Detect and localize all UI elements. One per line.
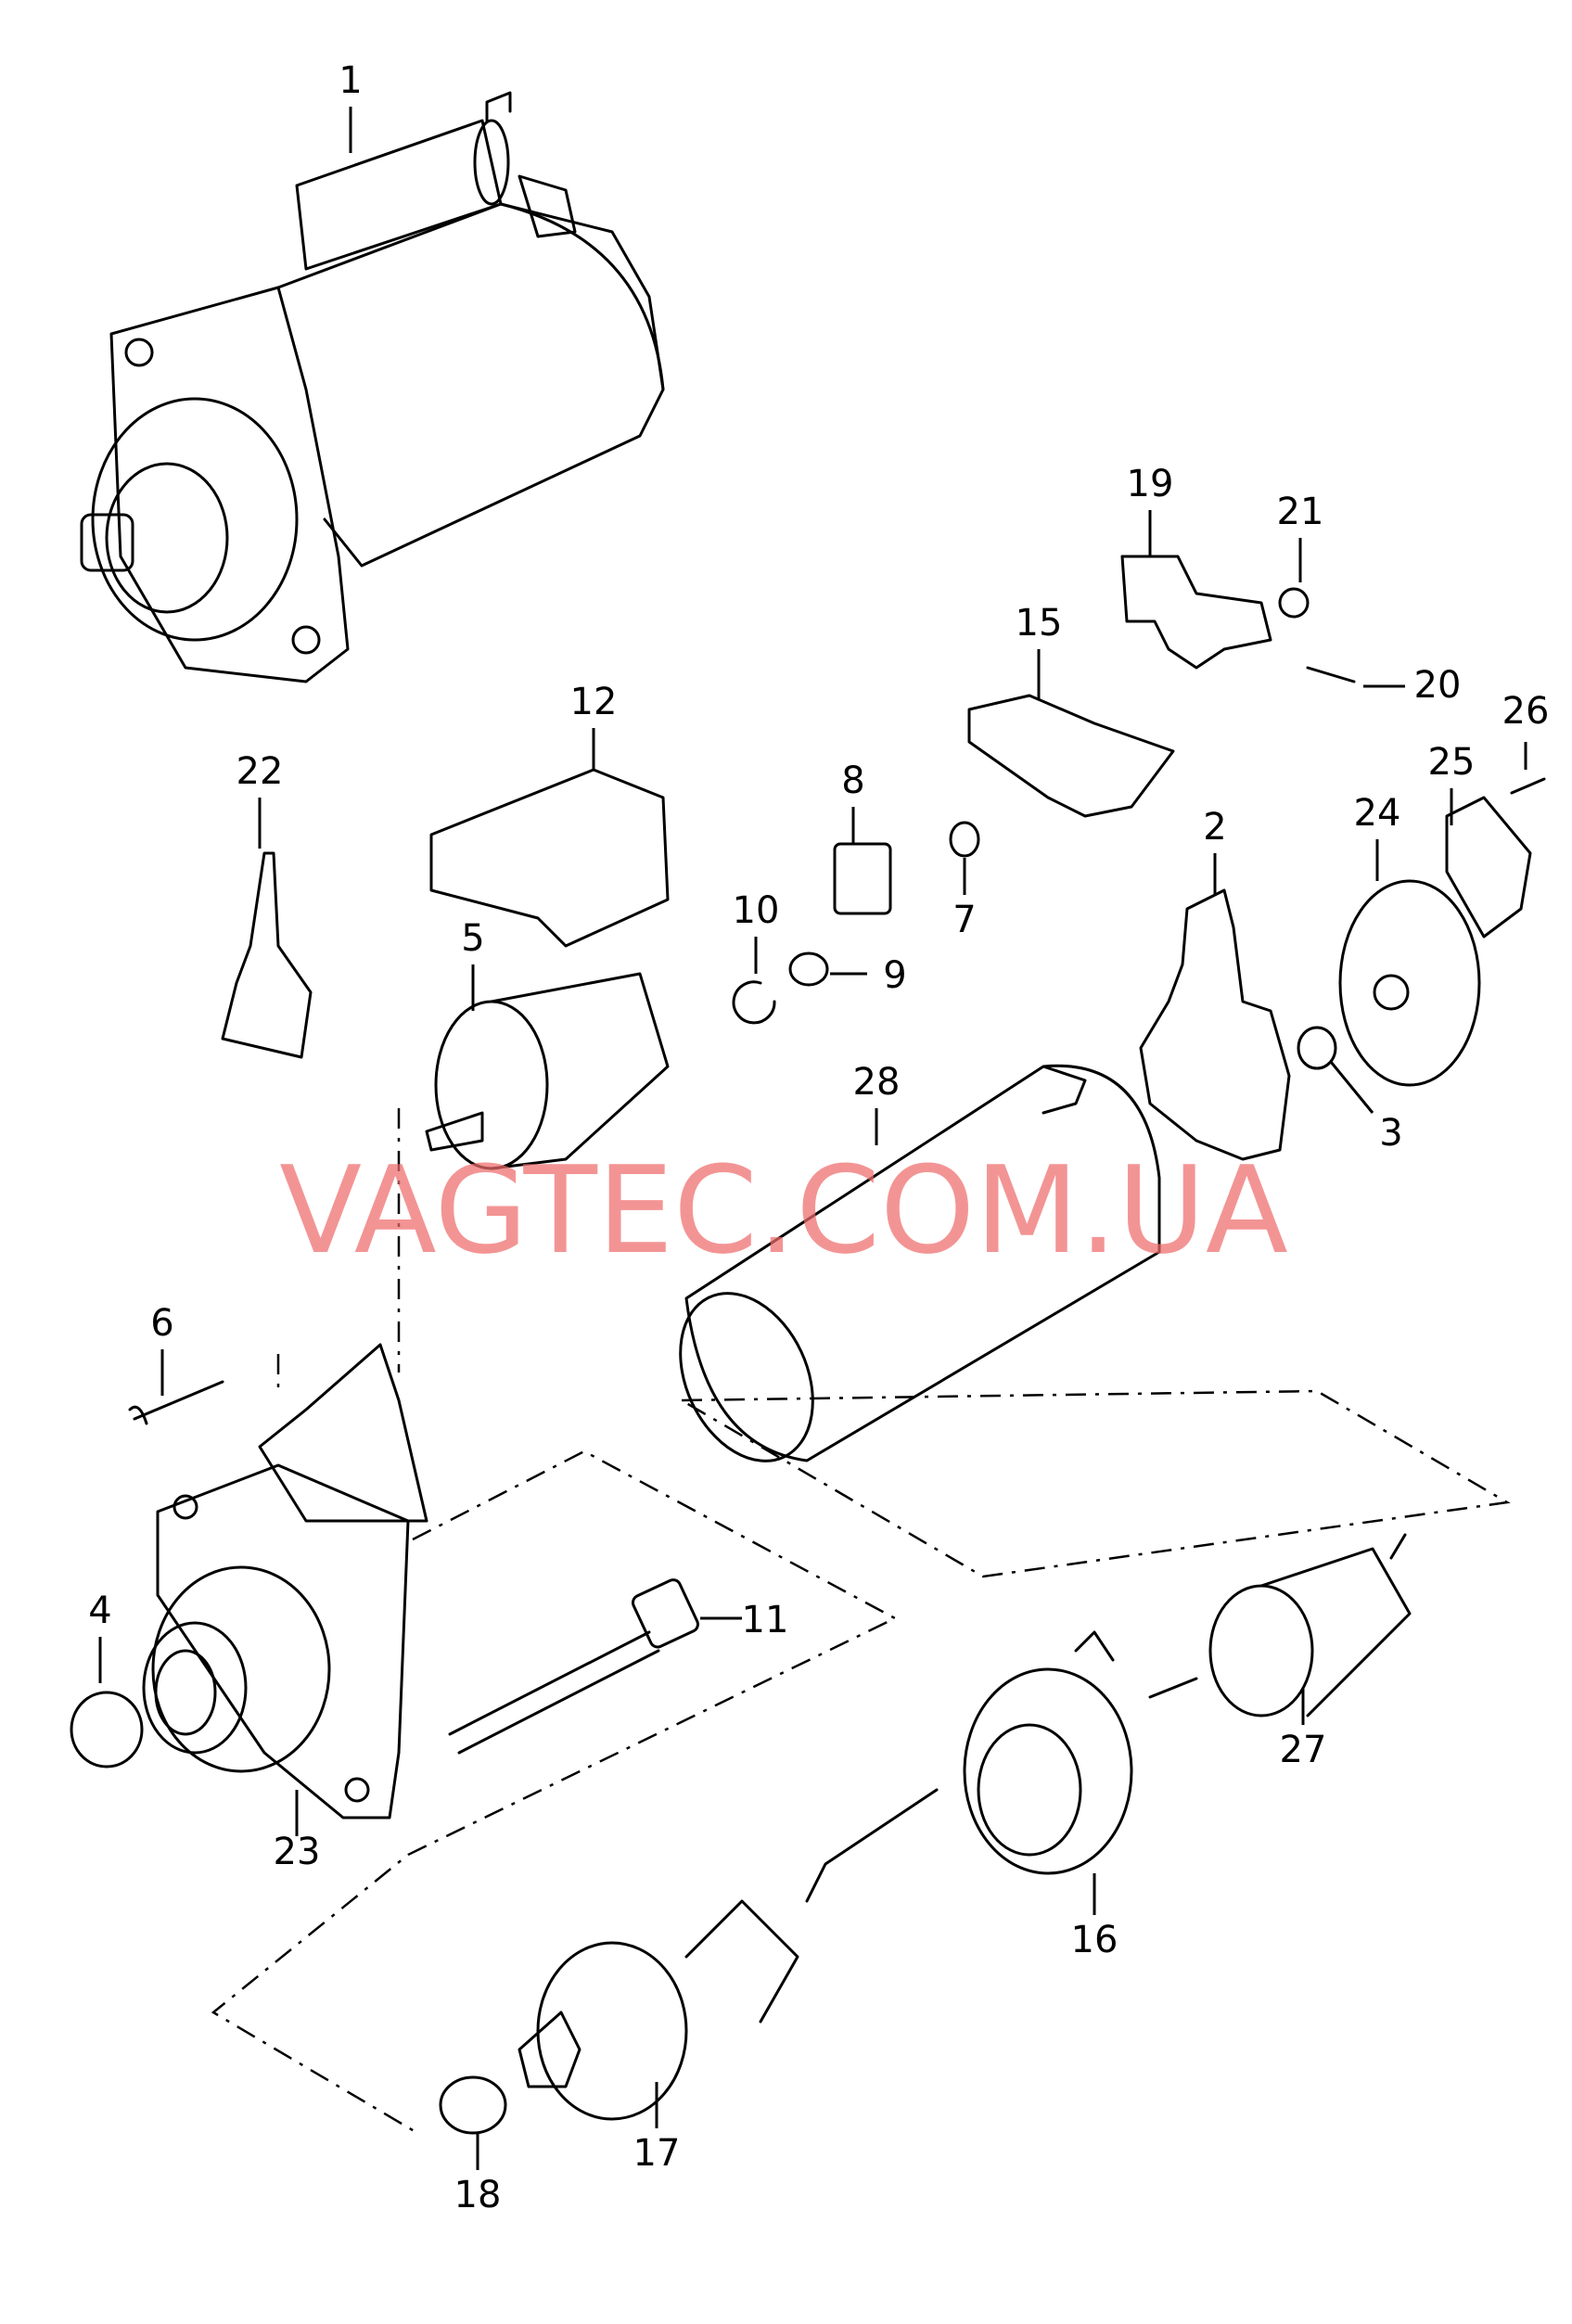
leader-lines bbox=[98, 107, 1527, 2170]
bushing[interactable] bbox=[70, 1691, 144, 1769]
callout-21: 21 bbox=[1277, 491, 1324, 533]
through-bolt[interactable] bbox=[448, 1577, 700, 1755]
screw[interactable] bbox=[128, 1380, 224, 1425]
callout-4: 4 bbox=[88, 1590, 111, 1632]
drive-end-bracket[interactable] bbox=[142, 1343, 428, 1820]
armature[interactable] bbox=[1148, 1533, 1412, 1717]
starter-assembly[interactable] bbox=[80, 91, 665, 683]
callout-23: 23 bbox=[274, 1831, 321, 1873]
stator-housing[interactable] bbox=[655, 1064, 1161, 1482]
callout-9: 9 bbox=[883, 954, 906, 997]
pinion-sleeve[interactable] bbox=[439, 2075, 507, 2135]
callout-24: 24 bbox=[1354, 792, 1401, 835]
callout-5: 5 bbox=[461, 917, 484, 960]
callout-2: 2 bbox=[1203, 806, 1226, 849]
callout-27: 27 bbox=[1280, 1729, 1327, 1771]
hex-bolt[interactable] bbox=[1306, 666, 1356, 683]
watermark: VAGTEC.COM.UA bbox=[279, 1140, 1288, 1281]
callout-7: 7 bbox=[952, 899, 976, 941]
callout-10: 10 bbox=[733, 889, 780, 932]
callout-20: 20 bbox=[1414, 664, 1462, 707]
sleeve-cap[interactable] bbox=[949, 821, 980, 858]
engagement-lever[interactable] bbox=[221, 851, 313, 1059]
retaining-ring[interactable] bbox=[732, 980, 776, 1025]
hex-nut[interactable] bbox=[788, 951, 829, 987]
callout-22: 22 bbox=[236, 750, 284, 793]
assembly-frames bbox=[211, 1108, 1511, 2135]
callout-11: 11 bbox=[742, 1599, 789, 1641]
intermediate-bearing[interactable] bbox=[805, 1630, 1133, 1903]
callout-17: 17 bbox=[633, 2132, 681, 2175]
callout-26: 26 bbox=[1502, 690, 1550, 733]
callout-1: 1 bbox=[339, 59, 362, 102]
callout-18: 18 bbox=[454, 2174, 502, 2216]
callout-8: 8 bbox=[841, 760, 864, 802]
callout-labels: 1 2 3 4 5 6 7 8 9 10 11 12 15 16 17 18 1… bbox=[88, 59, 1549, 2216]
callout-12: 12 bbox=[570, 681, 618, 723]
solenoid-cover[interactable] bbox=[429, 768, 670, 948]
hex-nut-upper[interactable] bbox=[1278, 587, 1310, 619]
callout-6: 6 bbox=[150, 1302, 173, 1345]
brush-holder[interactable] bbox=[1139, 888, 1291, 1161]
commutator-end-cap[interactable] bbox=[1338, 879, 1481, 1087]
callout-28: 28 bbox=[853, 1061, 901, 1104]
small-bushing[interactable] bbox=[1297, 1026, 1337, 1070]
callout-19: 19 bbox=[1127, 463, 1174, 505]
terminal-connector[interactable] bbox=[833, 842, 892, 915]
solenoid-switch[interactable] bbox=[425, 972, 670, 1170]
callout-16: 16 bbox=[1071, 1919, 1118, 1961]
small-screw[interactable] bbox=[1510, 777, 1546, 795]
cap-plate[interactable] bbox=[1445, 796, 1532, 939]
drive-pinion[interactable] bbox=[518, 1899, 799, 2121]
callout-25: 25 bbox=[1428, 741, 1476, 784]
cover-plate[interactable] bbox=[967, 694, 1175, 818]
callout-15: 15 bbox=[1016, 602, 1063, 645]
callout-3: 3 bbox=[1379, 1112, 1402, 1155]
support-bracket[interactable] bbox=[1120, 555, 1272, 670]
